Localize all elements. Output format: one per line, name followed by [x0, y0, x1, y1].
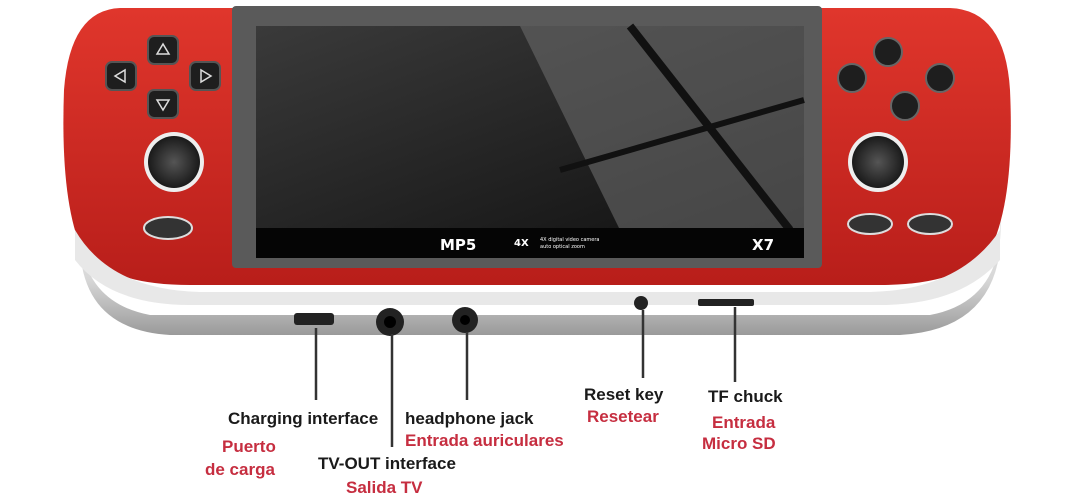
svg-text:4X: 4X	[514, 238, 529, 249]
tv-out-label: TV-OUT interface	[318, 454, 456, 473]
reset-label: Reset key	[584, 385, 664, 404]
action-button-top[interactable]	[873, 37, 903, 67]
tf-translation-2: Micro SD	[702, 434, 776, 453]
arrow-right-icon	[200, 68, 213, 84]
action-button-bottom[interactable]	[890, 91, 920, 121]
start-button[interactable]	[847, 213, 893, 235]
action-button-left[interactable]	[837, 63, 867, 93]
charging-translation-1: Puerto	[222, 437, 276, 456]
screen-brand: MP5	[440, 236, 476, 254]
dpad-left-button[interactable]	[105, 61, 137, 91]
right-analog-stick[interactable]	[852, 136, 904, 188]
dpad-right-button[interactable]	[189, 61, 221, 91]
dpad[interactable]	[105, 35, 221, 119]
charging-port	[294, 313, 334, 325]
tf-label: TF chuck	[708, 387, 783, 406]
arrow-down-icon	[155, 99, 171, 112]
charging-translation-2: de carga	[205, 460, 275, 479]
reset-translation: Resetear	[587, 407, 659, 426]
action-button-right[interactable]	[925, 63, 955, 93]
dpad-down-button[interactable]	[147, 89, 179, 119]
screen-caption-2: auto optical zoom	[540, 244, 585, 250]
left-analog-stick[interactable]	[148, 136, 200, 188]
device-bottom-shell	[78, 200, 1002, 335]
silver-trim	[75, 230, 1000, 305]
menu-button[interactable]	[907, 213, 953, 235]
screen-caption-1: 4X digital video camera	[540, 237, 599, 243]
arrow-left-icon	[113, 68, 126, 84]
select-button[interactable]	[143, 216, 193, 240]
tv-out-translation: Salida TV	[346, 478, 423, 497]
arrow-up-icon	[155, 42, 171, 55]
headphone-translation: Entrada auriculares	[405, 431, 564, 450]
screen-brand-strip	[256, 228, 804, 258]
reset-hole	[634, 296, 648, 310]
tf-card-slot	[698, 299, 754, 306]
headphone-label: headphone jack	[405, 409, 534, 428]
tf-translation-1: Entrada	[712, 413, 776, 432]
screen-model: X7	[752, 236, 774, 254]
dpad-up-button[interactable]	[147, 35, 179, 65]
charging-interface-label: Charging interface	[228, 409, 378, 428]
